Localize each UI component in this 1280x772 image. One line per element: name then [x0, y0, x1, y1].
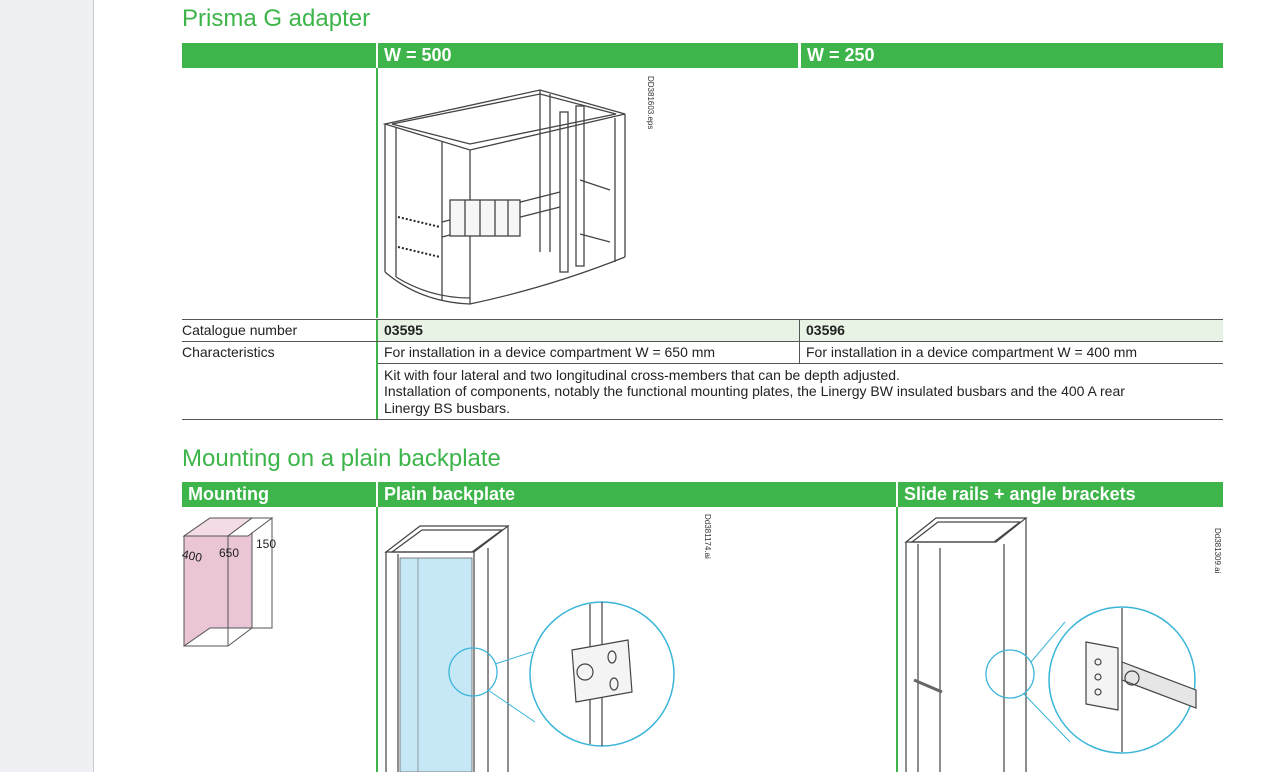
col-header-w500: W = 500	[378, 43, 798, 68]
col-header-slide-rails: Slide rails + angle brackets	[898, 482, 1223, 507]
catalogue-number-w250: 03596	[806, 322, 845, 338]
plain-backplate-illustration	[384, 525, 675, 772]
table-column-divider	[376, 320, 378, 420]
row-divider	[182, 319, 1223, 320]
description-line-3: Linergy BS busbars.	[384, 400, 511, 416]
table-header-empty	[182, 43, 376, 68]
col-header-plain-backplate: Plain backplate	[378, 482, 896, 507]
figure-ref-dd381174: Dd381174.ai	[703, 514, 712, 559]
col-header-w250: W = 250	[801, 43, 1223, 68]
dimension-650: 650	[219, 546, 240, 560]
section-title-prisma-g-adapter: Prisma G adapter	[182, 5, 371, 32]
characteristics-w500: For installation in a device compartment…	[384, 344, 716, 360]
label-characteristics: Characteristics	[182, 344, 275, 360]
prisma-g-adapter-illustration	[382, 89, 626, 305]
characteristics-w250: For installation in a device compartment…	[806, 344, 1138, 360]
row-divider	[378, 363, 1223, 364]
section-title-mounting: Mounting on a plain backplate	[182, 445, 501, 472]
table-column-divider	[896, 507, 898, 772]
table-bottom-rule	[182, 419, 1223, 420]
slide-rails-illustration	[904, 517, 1197, 772]
description-line-1: Kit with four lateral and two longitudin…	[384, 367, 900, 383]
row-divider	[182, 341, 1223, 342]
table-column-divider	[376, 68, 378, 318]
figure-ref-dd381309: Dd381309.ai	[1213, 528, 1222, 574]
figure-ref-dd381603: DD381603.eps	[646, 76, 655, 130]
left-sidebar-pane	[0, 0, 94, 772]
dimension-150: 150	[256, 537, 277, 551]
col-header-mounting: Mounting	[182, 482, 376, 507]
table-column-divider	[376, 507, 378, 772]
description-line-2: Installation of components, notably the …	[384, 383, 1125, 399]
catalogue-number-w500: 03595	[384, 322, 423, 338]
label-catalogue-number: Catalogue number	[182, 322, 298, 338]
enclosure-dimension-box	[182, 517, 274, 647]
catalogue-row-bg	[378, 320, 1223, 341]
